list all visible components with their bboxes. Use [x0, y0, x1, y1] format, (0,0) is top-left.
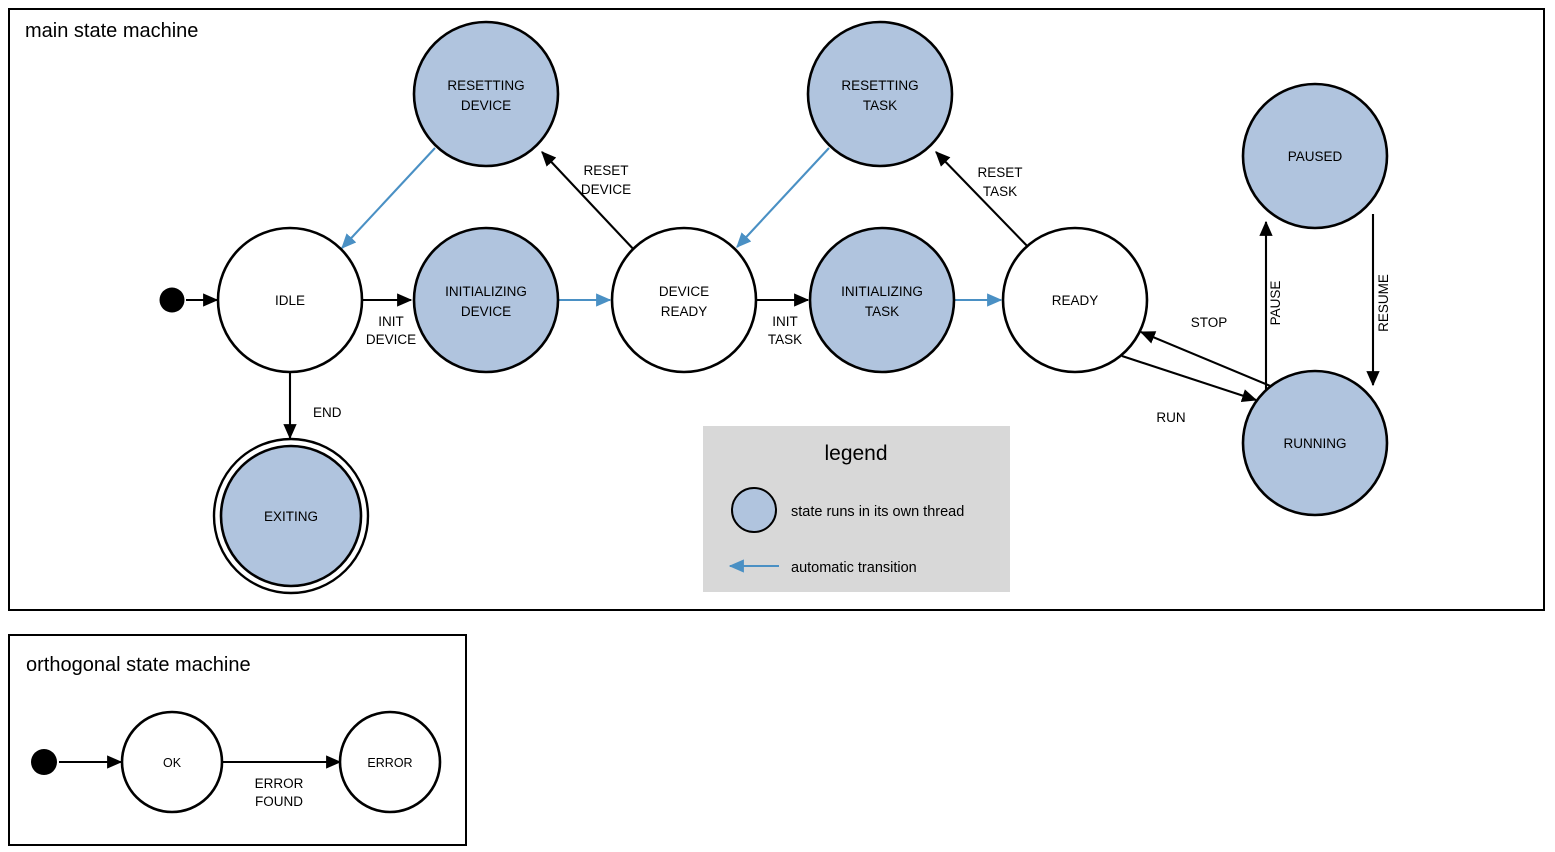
state-initializing-task-label-line1: INITIALIZING	[841, 284, 923, 299]
edge-resettask-devready	[736, 147, 830, 248]
main-state-machine-title: main state machine	[25, 20, 198, 42]
transition-idle-init-device: INIT DEVICE	[362, 293, 416, 347]
edge-label-init-task-line2: TASK	[768, 332, 802, 347]
orthogonal-state-machine-frame	[8, 634, 467, 846]
state-device-ready[interactable]: DEVICE READY	[610, 226, 758, 374]
state-error-circle[interactable]	[338, 710, 442, 814]
transition-ready-run: RUN	[1121, 355, 1258, 425]
state-resetting-device-label-line1: RESETTING	[447, 78, 524, 93]
transition-paused-resume: RESUME	[1366, 214, 1391, 387]
edge-label-end: END	[313, 405, 342, 420]
legend-item-thread-state: state runs in its own thread	[731, 487, 964, 533]
state-ok-label: OK	[163, 756, 182, 770]
legend-title: legend	[824, 442, 887, 465]
edge-label-error-found-line1: ERROR	[255, 776, 304, 791]
state-initializing-device-label-line1: INITIALIZING	[445, 284, 527, 299]
state-idle-label: IDLE	[275, 293, 305, 308]
state-ok[interactable]: OK	[120, 710, 224, 814]
thread-state-circle-icon	[731, 487, 777, 533]
transition-orth-start-ok	[31, 749, 123, 775]
state-ready-label: READY	[1052, 293, 1099, 308]
state-exiting-circle[interactable]	[219, 444, 363, 588]
edge-label-reset-task-line2: TASK	[983, 184, 1017, 199]
transition-devready-resetdev: RESET DEVICE	[541, 151, 638, 254]
state-ready[interactable]: READY	[1001, 226, 1149, 374]
state-error[interactable]: ERROR	[338, 710, 442, 814]
legend-item-automatic-transition: automatic transition	[728, 559, 917, 576]
edge-resetdev-idle	[341, 147, 436, 249]
edge-label-reset-device-line2: DEVICE	[581, 182, 631, 197]
edge-devready-resetdev	[541, 151, 638, 254]
state-device-ready-circle[interactable]	[610, 226, 758, 374]
state-idle-circle[interactable]	[216, 226, 364, 374]
initial-state-dot	[159, 287, 185, 313]
edge-label-reset-device-line1: RESET	[583, 163, 628, 178]
edge-label-pause: PAUSE	[1268, 281, 1283, 326]
state-error-label: ERROR	[367, 756, 412, 770]
orthogonal-state-machine-title: orthogonal state machine	[26, 654, 251, 676]
state-running-label: RUNNING	[1284, 436, 1347, 451]
state-ready-circle[interactable]	[1001, 226, 1149, 374]
edge-ready-running	[1121, 355, 1258, 402]
state-initializing-task-label-line2: TASK	[865, 304, 899, 319]
state-exiting[interactable]: EXITING	[212, 437, 370, 595]
state-device-ready-label-line1: DEVICE	[659, 284, 709, 299]
edge-label-init-task-line1: INIT	[772, 314, 798, 329]
transition-running-pause: PAUSE	[1259, 220, 1283, 390]
state-resetting-device[interactable]: RESETTING DEVICE	[412, 20, 560, 168]
state-initializing-task-circle[interactable]	[808, 226, 956, 374]
state-resetting-task-circle[interactable]	[806, 20, 954, 168]
state-running[interactable]: RUNNING	[1241, 369, 1389, 517]
state-exiting-outer-ring	[212, 437, 370, 595]
transition-idle-end: END	[283, 372, 342, 440]
state-paused[interactable]: PAUSED	[1241, 82, 1389, 230]
state-resetting-device-circle[interactable]	[412, 20, 560, 168]
state-initializing-device[interactable]: INITIALIZING DEVICE	[412, 226, 560, 374]
transition-start-idle	[159, 287, 219, 313]
state-resetting-task-label-line1: RESETTING	[841, 78, 918, 93]
main-state-machine-frame	[8, 8, 1545, 611]
edge-ready-resettask	[935, 151, 1033, 252]
transition-running-stop: STOP	[1139, 315, 1281, 391]
orthogonal-initial-state-dot	[31, 749, 57, 775]
state-initializing-device-circle[interactable]	[412, 226, 560, 374]
state-initializing-task[interactable]: INITIALIZING TASK	[808, 226, 956, 374]
legend: legend state runs in its own thread auto…	[703, 426, 1010, 592]
state-resetting-device-label-line2: DEVICE	[461, 98, 511, 113]
state-ok-circle[interactable]	[120, 710, 224, 814]
transition-devready-inittask: INIT TASK	[757, 293, 810, 347]
state-running-circle[interactable]	[1241, 369, 1389, 517]
legend-item-thread-state-label: state runs in its own thread	[791, 504, 964, 520]
edge-label-stop: STOP	[1191, 315, 1228, 330]
state-idle[interactable]: IDLE	[216, 226, 364, 374]
state-initializing-device-label-line2: DEVICE	[461, 304, 511, 319]
transition-resetdev-idle	[341, 147, 436, 249]
edge-label-init-device-line2: DEVICE	[366, 332, 416, 347]
edge-running-ready	[1139, 331, 1281, 391]
edge-label-reset-task-line1: RESET	[977, 165, 1022, 180]
state-paused-circle[interactable]	[1241, 82, 1389, 230]
state-device-ready-label-line2: READY	[661, 304, 708, 319]
transition-orth-ok-error: ERROR FOUND	[222, 755, 342, 809]
edge-label-run: RUN	[1156, 410, 1185, 425]
legend-item-automatic-transition-label: automatic transition	[791, 560, 917, 576]
transition-resettask-devready	[736, 147, 830, 248]
state-paused-label: PAUSED	[1288, 149, 1343, 164]
state-exiting-label: EXITING	[264, 509, 318, 524]
edge-label-error-found-line2: FOUND	[255, 794, 303, 809]
state-resetting-task[interactable]: RESETTING TASK	[806, 20, 954, 168]
edge-label-resume: RESUME	[1376, 274, 1391, 332]
edge-label-init-device-line1: INIT	[378, 314, 404, 329]
state-resetting-task-label-line2: TASK	[863, 98, 897, 113]
transition-ready-resettask: RESET TASK	[935, 151, 1033, 252]
